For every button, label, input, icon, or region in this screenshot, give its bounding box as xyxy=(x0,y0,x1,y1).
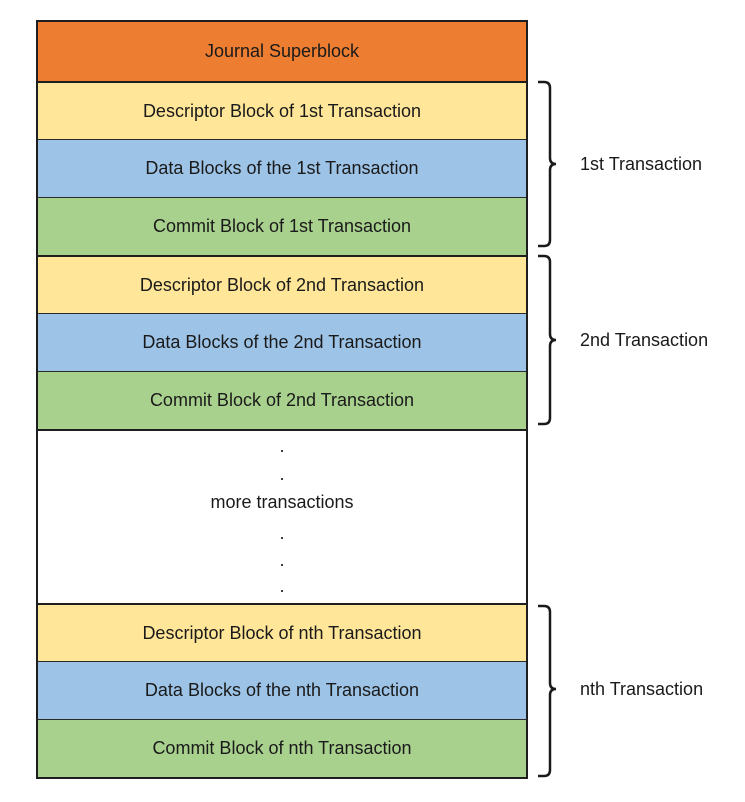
data-blocks-1st: Data Blocks of the 1st Transaction xyxy=(38,139,526,197)
brace-nth-transaction xyxy=(538,604,557,778)
brace-label-2nd-transaction: 2nd Transaction xyxy=(580,330,709,350)
descriptor-block-1st: Descriptor Block of 1st Transaction xyxy=(38,81,526,139)
ellipsis-dot: . xyxy=(279,550,285,570)
data-blocks-2nd: Data Blocks of the 2nd Transaction xyxy=(38,313,526,371)
more-transactions-region: . . more transactions . . . xyxy=(38,429,526,603)
commit-block-2nd: Commit Block of 2nd Transaction xyxy=(38,371,526,429)
ellipsis-dot: . xyxy=(279,523,285,543)
journal-superblock: Journal Superblock xyxy=(38,22,526,81)
journal-layout-stack: Journal Superblock Descriptor Block of 1… xyxy=(36,20,528,779)
brace-2nd-transaction xyxy=(538,254,557,426)
data-blocks-nth: Data Blocks of the nth Transaction xyxy=(38,661,526,719)
brace-1st-transaction xyxy=(538,80,557,248)
more-transactions-label: more transactions xyxy=(210,492,354,512)
brace-label-nth-transaction: nth Transaction xyxy=(580,679,704,699)
commit-block-1st: Commit Block of 1st Transaction xyxy=(38,197,526,255)
ellipsis-dot: . xyxy=(279,436,285,456)
ellipsis-dot: . xyxy=(279,576,285,596)
brace-label-1st-transaction: 1st Transaction xyxy=(580,154,703,174)
descriptor-block-2nd: Descriptor Block of 2nd Transaction xyxy=(38,255,526,313)
ellipsis-dot: . xyxy=(279,464,285,484)
commit-block-nth: Commit Block of nth Transaction xyxy=(38,719,526,777)
descriptor-block-nth: Descriptor Block of nth Transaction xyxy=(38,603,526,661)
